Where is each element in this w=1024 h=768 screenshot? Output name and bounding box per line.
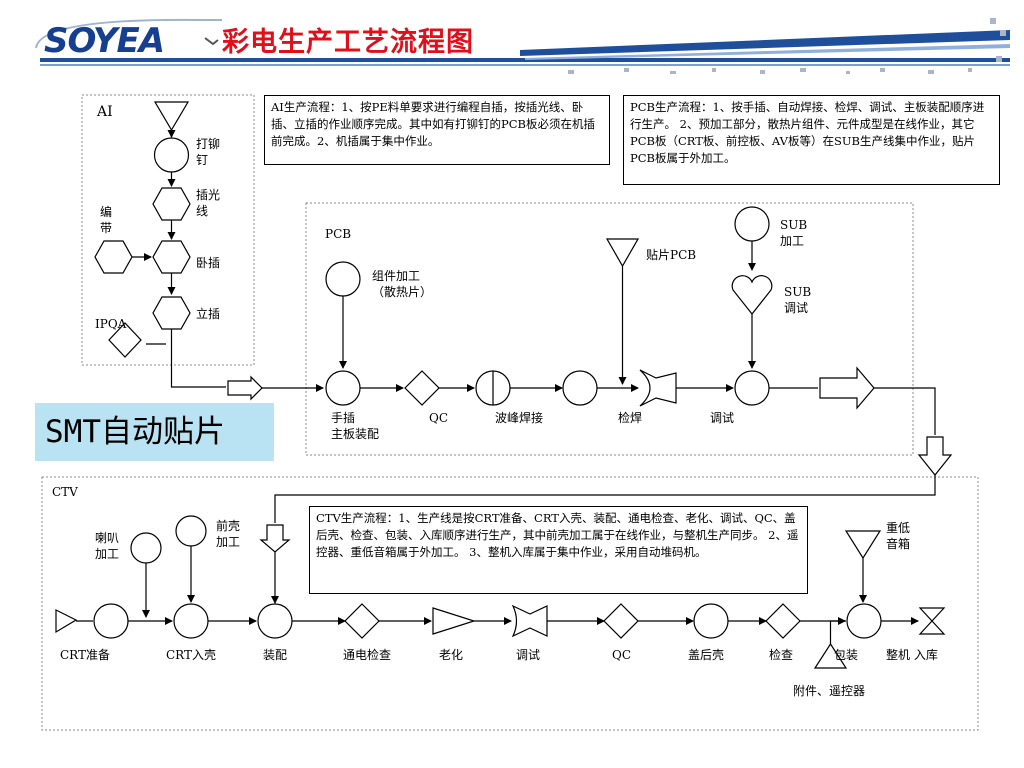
subwoofer-triangle	[844, 530, 882, 560]
sub-debug-label: SUB 调试	[784, 285, 812, 315]
accessories-triangle	[813, 642, 848, 669]
ctv-entry-arrow	[259, 524, 291, 553]
package-label: 包装	[834, 648, 859, 662]
aging-label: 老化	[439, 648, 464, 662]
pcb-debug-label: 调试	[710, 411, 735, 425]
ipqa-diamond	[108, 322, 142, 358]
pcb-flow-note: PCB生产流程：1、按手插、自动焊接、检焊、调试、主板装配顺序进行生产。 2、预…	[623, 95, 1000, 185]
ctv-adjust-label: 调试	[516, 648, 541, 662]
pcb-section-label: PCB	[325, 227, 352, 241]
ctv-section-label: CTV	[52, 485, 78, 499]
manual-insert-node	[325, 370, 361, 406]
accessories-label: 附件、遥控器	[793, 684, 866, 698]
subwoofer-label: 重低 音箱	[886, 521, 911, 551]
component-node	[325, 261, 361, 297]
back-cover-label: 盖后壳	[688, 648, 725, 662]
front-case-label: 前壳 加工	[216, 519, 241, 549]
brand-logo: SOYEA	[44, 21, 165, 61]
horizontal-insert-label: 卧插	[196, 256, 221, 270]
pcb-down-arrow	[917, 436, 953, 476]
manual-insert-label: 手插 主板装配	[331, 411, 380, 441]
crt-case-node	[173, 603, 209, 639]
assembly-node	[257, 603, 293, 639]
power-check-label: 通电检查	[343, 648, 392, 662]
sub-process-label: SUB 加工	[780, 218, 808, 248]
page-title: 彩电生产工艺流程图	[222, 27, 474, 58]
crt-prep-triangle	[55, 609, 78, 634]
smt-pcb-label: 贴片PCB	[646, 248, 697, 262]
aging-triangle	[432, 607, 476, 635]
warehouse-label: 整机 入库	[886, 648, 938, 662]
crt-prep-node	[93, 603, 129, 639]
ai-start-triangle	[153, 101, 190, 132]
pcb-section-frame	[305, 202, 914, 456]
crt-prep-label: CRT准备	[60, 648, 111, 662]
assembly-label: 装配	[263, 648, 288, 662]
power-check-diamond	[344, 603, 380, 639]
pcb-qc-diamond	[404, 370, 440, 406]
vertical-insert-node	[152, 296, 191, 330]
ai-to-pcb-arrow	[227, 375, 263, 401]
tape-label: 编 带	[100, 205, 113, 235]
header-decoration	[35, 18, 1010, 74]
vertical-insert-label: 立插	[196, 307, 221, 321]
back-cover-node	[693, 603, 729, 639]
crt-case-label: CRT入壳	[166, 648, 217, 662]
ctv-flow-note: CTV生产流程：1、生产线是按CRT准备、CRT入壳、装配、通电检查、老化、调试…	[309, 506, 808, 594]
jumper-label: 插光 线	[196, 188, 221, 218]
pcb-qc-label: QC	[429, 411, 449, 425]
sub-debug-heart	[731, 275, 773, 315]
ai-flow-note: AI生产流程：1、按PE料单要求进行编程自插，按插光线、卧插、立插的作业顺序完成…	[264, 95, 610, 165]
solder-check-label: 检焊	[618, 411, 643, 425]
speaker-label: 喇叭 加工	[95, 531, 120, 561]
ai-section-frame	[81, 94, 255, 366]
pcb-final-node	[734, 370, 770, 406]
pcb-to-ctv-arrow	[819, 366, 875, 410]
ctv-adjust-shape	[511, 604, 548, 638]
ctv-qc-diamond	[603, 603, 639, 639]
smt-pcb-triangle	[605, 238, 640, 268]
wave-solder-label: 波峰焊接	[495, 411, 544, 425]
pcb-debug-shape	[639, 369, 677, 407]
front-case-node	[175, 515, 207, 547]
smt-banner: SMT自动贴片	[35, 403, 274, 461]
solder-check-node	[562, 370, 598, 406]
ipqa-label: IPQA	[95, 317, 127, 331]
speaker-node	[130, 532, 162, 564]
package-node	[846, 603, 882, 639]
ai-section-label: AI	[97, 104, 113, 120]
warehouse-hourglass	[918, 607, 946, 635]
inspect-label: 检查	[769, 648, 794, 662]
ctv-qc-label: QC	[612, 648, 632, 662]
horizontal-insert-node	[152, 240, 191, 274]
riveting-node	[153, 137, 190, 173]
jumper-node	[152, 187, 191, 221]
inspect-diamond	[765, 603, 801, 639]
sub-process-node	[734, 206, 770, 242]
riveting-label: 打铆 钉	[196, 137, 221, 167]
tape-node	[94, 240, 133, 274]
ctv-section-frame	[41, 476, 979, 731]
component-label: 组件加工 （散热片）	[372, 269, 433, 299]
